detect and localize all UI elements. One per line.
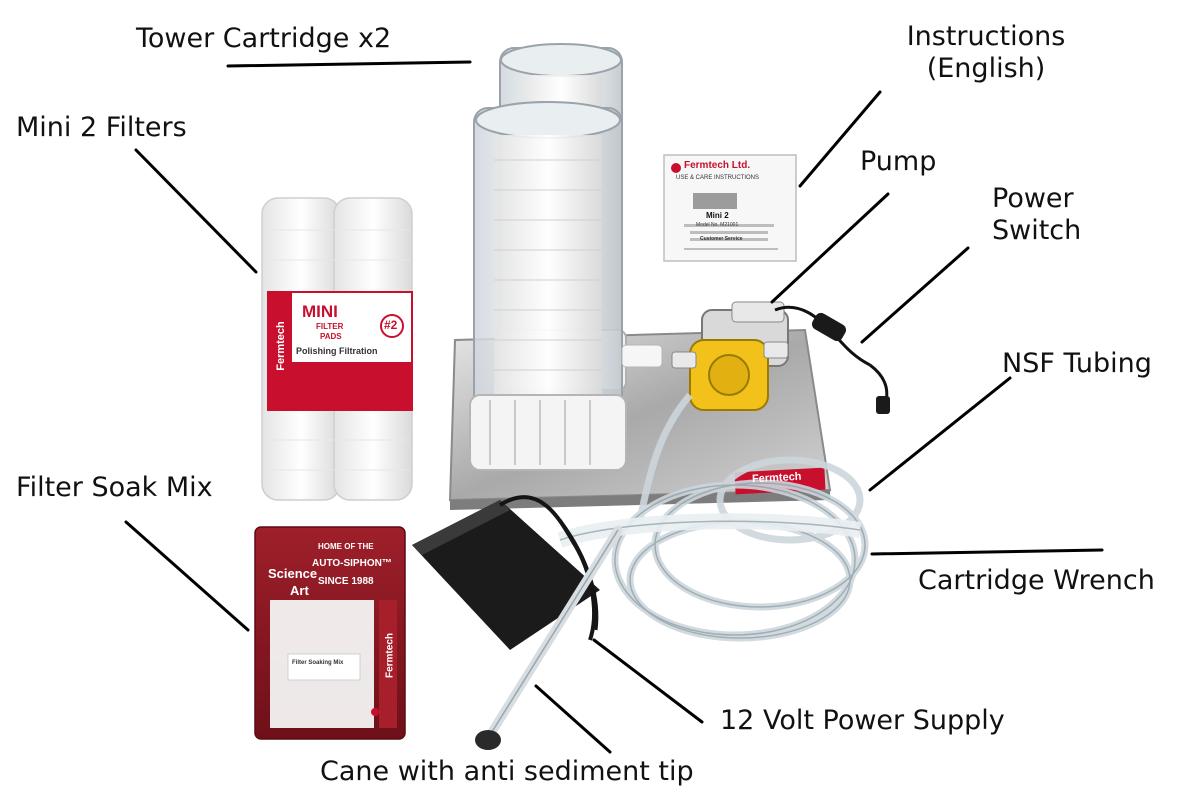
leader-instructions — [798, 90, 882, 188]
instructions-booklet — [663, 154, 797, 262]
leader-power-supply — [592, 638, 704, 724]
manual-brand: Fermtech Ltd. — [684, 160, 751, 171]
leader-tower-cartridge — [226, 60, 472, 68]
label-mini-filters: Mini 2 Filters — [16, 112, 187, 143]
label-pump: Pump — [860, 146, 937, 177]
label-instructions-line1: Instructions — [906, 21, 1066, 52]
cane — [475, 525, 623, 750]
label-power-switch-line1: Power — [992, 183, 1074, 214]
bag-home-line3: SINCE 1988 — [318, 576, 374, 587]
bag-home-line2: AUTO-SIPHON™ — [312, 558, 392, 569]
pump — [671, 301, 789, 411]
filter-pad-sub2: PADS — [320, 332, 342, 341]
label-filter-soak-mix: Filter Soak Mix — [16, 472, 213, 503]
leader-power-switch — [860, 246, 970, 344]
leader-nsf-tubing — [868, 376, 1012, 492]
leader-cartridge-wrench — [870, 548, 1104, 556]
filter-pad-sub1: FILTER — [316, 322, 344, 331]
tower-cartridge-front — [469, 101, 663, 471]
leader-pump — [770, 192, 890, 304]
label-tower-cartridge: Tower Cartridge x2 — [136, 23, 392, 54]
leader-filter-soak-mix — [124, 520, 250, 632]
leader-cane — [534, 684, 612, 754]
label-instructions-line2: (English) — [926, 53, 1046, 85]
mini-filter-pads — [261, 197, 413, 501]
manual-model: Mini 2 — [706, 211, 729, 220]
filter-soak-mix-bag — [254, 526, 406, 740]
label-power-switch-line2: Switch — [992, 215, 1082, 247]
bag-science: Science — [268, 566, 318, 581]
label-nsf-tubing: NSF Tubing — [1002, 348, 1152, 379]
manual-subtitle: USE & CARE INSTRUCTIONS — [676, 175, 760, 181]
leader-mini-filters — [134, 148, 258, 274]
label-power-switch: Power Switch — [992, 183, 1081, 248]
bag-brand: Fermtech — [384, 633, 396, 679]
filter-pad-brand: Fermtech — [275, 321, 287, 371]
bag-art: Art — [290, 583, 309, 598]
manual-service: Customer Service — [700, 236, 743, 242]
filter-pad-number: #2 — [384, 318, 398, 332]
power-switch — [774, 305, 890, 414]
filter-pad-title: MINI — [302, 302, 338, 321]
power-supply — [412, 495, 600, 650]
label-cane: Cane with anti sediment tip — [320, 756, 694, 787]
label-cartridge-wrench: Cartridge Wrench — [918, 565, 1155, 596]
filter-pad-desc: Polishing Filtration — [296, 346, 378, 356]
cartridge-wrench — [557, 513, 862, 548]
label-power-supply: 12 Volt Power Supply — [720, 705, 1005, 736]
leader-lines — [124, 60, 1104, 754]
label-instructions: Instructions (English) — [896, 21, 1076, 86]
manual-model-no: Model No. M21001 — [696, 222, 739, 228]
bag-home-line1: HOME OF THE — [318, 542, 374, 551]
bag-inner-label: Filter Soaking Mix — [292, 660, 344, 666]
